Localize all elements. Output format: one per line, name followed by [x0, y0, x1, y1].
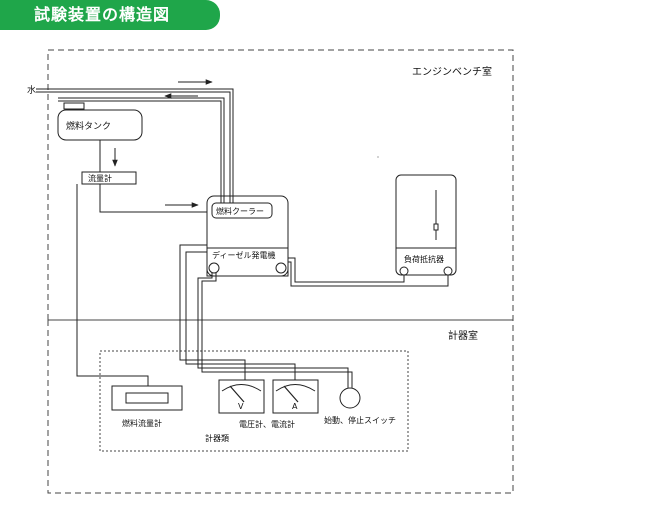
- water-pipe: [220, 196, 234, 203]
- page-title: 試験装置の構造図: [0, 0, 220, 30]
- water-pipe: [36, 88, 234, 198]
- fuel-cooler: [211, 202, 273, 219]
- engine-bench-room-area: [47, 49, 514, 321]
- resistor-terminal-right: [443, 266, 453, 276]
- diesel-generator-label: ディーゼル発電機: [212, 250, 275, 260]
- instrument-room-label: 計器室: [448, 329, 478, 342]
- flowmeter-to-cooler-pipe: [99, 184, 212, 213]
- fuel-tank-cap: [63, 102, 85, 110]
- voltmeter-ammeter-label: 電圧計、電流計: [239, 419, 295, 429]
- instrument-room-area: [47, 319, 514, 494]
- start-stop-switch-label: 始動、停止スイッチ: [324, 415, 396, 425]
- flowmeter-signal-line: [76, 184, 149, 386]
- ammeter: [272, 379, 319, 414]
- engine-bench-room-label: エンジンベンチ室: [412, 65, 492, 78]
- voltmeter: [218, 379, 265, 414]
- generator-terminal-right: [275, 262, 287, 274]
- instruments-group: [99, 350, 409, 452]
- generator-to-resistor-cable: [288, 257, 449, 287]
- voltmeter-symbol: V: [238, 402, 244, 411]
- load-resistor: [395, 174, 457, 276]
- water-label: 水: [27, 84, 36, 96]
- load-resistor-label: 負荷抵抗器: [404, 254, 444, 264]
- resistor-slider: [433, 223, 439, 231]
- fuel-tank-label: 燃料タンク: [66, 120, 111, 132]
- flow-meter: [81, 171, 137, 185]
- fuel-flow-meter-label: 燃料流量計: [122, 418, 162, 428]
- flow-meter-label: 流量計: [88, 173, 112, 183]
- start-stop-switch: [339, 387, 361, 409]
- resistor-terminal-left: [399, 266, 409, 276]
- instruments-label: 計器類: [205, 433, 229, 443]
- fuel-cooler-label: 燃料クーラー: [216, 206, 264, 216]
- generator-terminal-left: [208, 262, 220, 274]
- generator-to-instruments-cable: [179, 244, 353, 388]
- ammeter-symbol: A: [292, 402, 298, 411]
